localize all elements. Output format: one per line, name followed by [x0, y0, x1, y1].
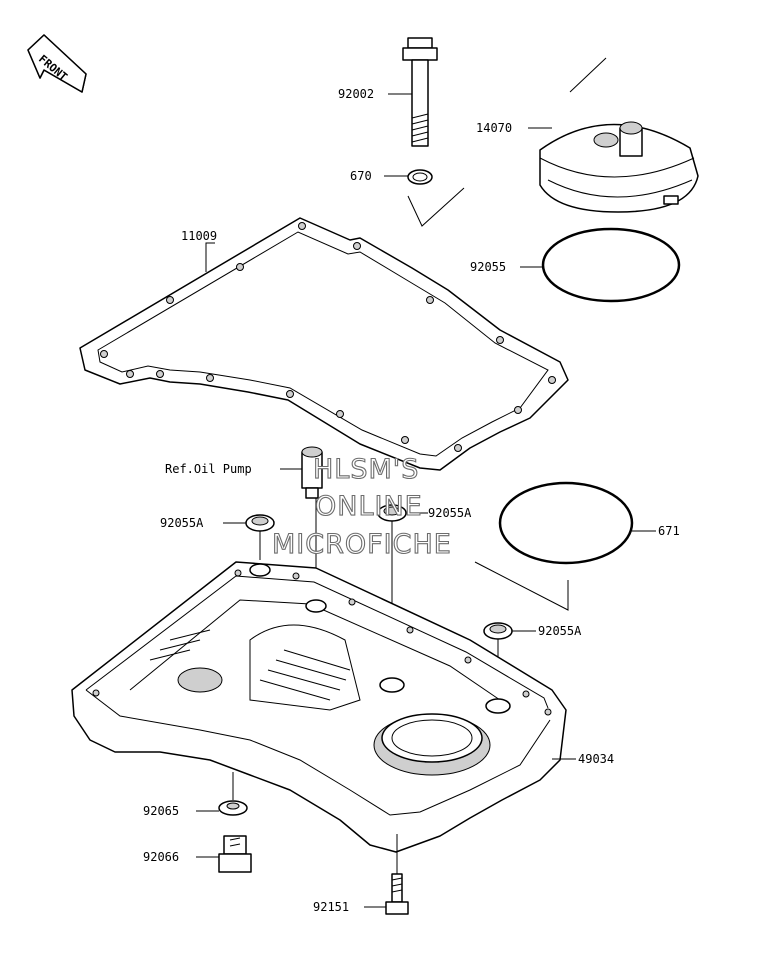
label-11009: 11009 [181, 229, 217, 243]
label-92065: 92065 [143, 804, 179, 818]
label-92002: 92002 [338, 87, 374, 101]
label-14070: 14070 [476, 121, 512, 135]
oil-pan-49034[interactable] [71, 561, 567, 853]
label-49034: 49034 [578, 752, 614, 766]
watermark-line-1: HLSM'S [313, 454, 419, 485]
oring-670[interactable] [407, 169, 433, 185]
bolt-92002[interactable] [402, 37, 438, 147]
bolt-92151[interactable] [385, 873, 409, 915]
label-92055: 92055 [470, 260, 506, 274]
label-92066: 92066 [143, 850, 179, 864]
label-92055a-left: 92055A [160, 516, 204, 530]
drain-plug-92066[interactable] [218, 835, 252, 873]
washer-92065[interactable] [218, 800, 248, 816]
label-ref-oil-pump: Ref.Oil Pump [165, 462, 252, 476]
front-arrow-badge: FRONT [27, 34, 87, 93]
grommet-92055a-left[interactable] [245, 514, 275, 532]
grommet-92055a-right[interactable] [483, 622, 513, 640]
watermark: HLSM'S ONLINE MICROFICHE [271, 453, 452, 560]
watermark-line-3: MICROFICHE [272, 529, 452, 560]
oil-pump-pipe [301, 446, 323, 499]
oring-92055[interactable] [541, 227, 681, 303]
label-92055a-right: 92055A [538, 624, 582, 638]
gasket-11009[interactable] [79, 217, 569, 471]
label-92055a-mid: 92055A [428, 506, 472, 520]
cover-14070[interactable] [539, 121, 699, 213]
label-92151: 92151 [313, 900, 349, 914]
label-670: 670 [350, 169, 372, 183]
watermark-line-2: ONLINE [315, 491, 423, 522]
oring-671[interactable] [498, 481, 634, 565]
label-671: 671 [658, 524, 680, 538]
